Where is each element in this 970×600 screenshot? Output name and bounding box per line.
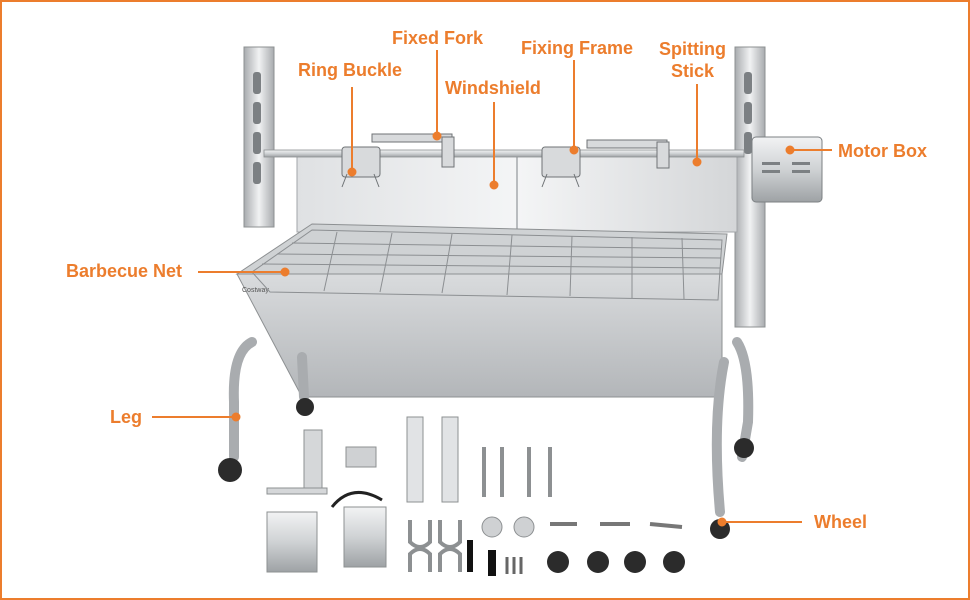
spit-rod	[263, 149, 745, 158]
label-leg: Leg	[110, 407, 143, 427]
label-ring-buckle: Ring Buckle	[298, 60, 403, 80]
barbecue-net-grid	[251, 229, 723, 301]
leader-lines	[152, 50, 832, 527]
brand-mark: Costway	[242, 287, 269, 294]
label-wheel: Wheel	[814, 512, 868, 532]
motor-box	[751, 136, 823, 203]
label-fixed-fork: Fixed Fork	[392, 28, 484, 48]
label-spitting-stick: Spitting Stick	[659, 38, 726, 82]
label-spitting-stick-line1: Spitting	[659, 39, 726, 59]
legs	[228, 337, 754, 517]
accessories	[266, 416, 685, 576]
label-motor-box: Motor Box	[838, 141, 927, 161]
wheels	[218, 398, 754, 539]
label-windshield: Windshield	[445, 78, 541, 98]
grill-trough: Costway	[235, 223, 728, 398]
label-fixing-frame: Fixing Frame	[521, 38, 634, 58]
label-spitting-stick-line2: Stick	[670, 61, 714, 81]
left-upright	[243, 46, 275, 228]
label-barbecue-net: Barbecue Net	[66, 261, 183, 281]
